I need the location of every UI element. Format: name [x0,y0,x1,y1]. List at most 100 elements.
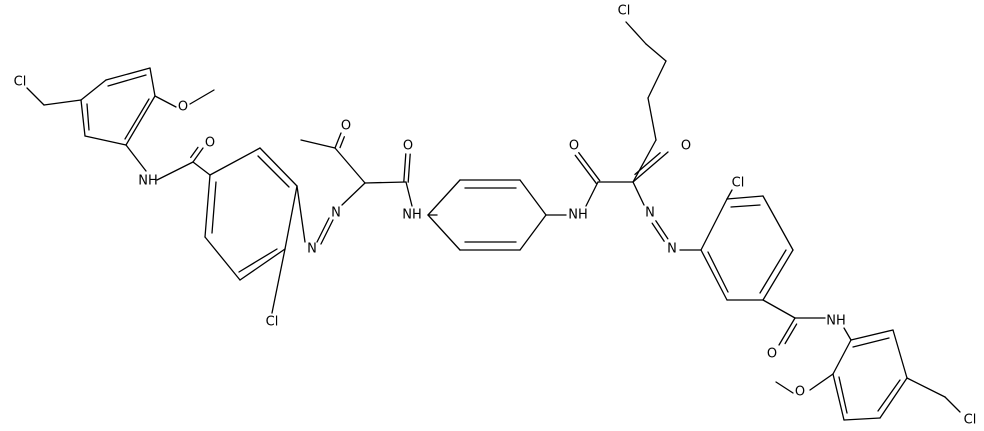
atom-label-o: O [403,139,413,154]
bond-line [647,60,667,99]
bond-line [341,182,366,206]
bond-line [585,181,599,207]
bond-line [84,135,127,146]
bond-line [784,323,798,345]
bond-line [154,95,177,108]
bond-line [762,249,794,301]
bond-line [726,189,733,200]
atom-label-cl: Cl [732,176,745,191]
bond-line [190,146,199,159]
bond-line [906,377,946,398]
bond-line [519,179,547,216]
bond-line [877,379,901,412]
atom-label-o: O [795,385,805,400]
atom-label-n: N [307,242,317,257]
bond-line [189,89,215,105]
bond-line [647,97,657,141]
bond-line [86,103,90,131]
atom-label-o: O [767,347,777,362]
bond-line [778,317,796,346]
bond-line [578,152,601,182]
bond-line [271,248,286,314]
bond-line [238,248,278,273]
bond-line [316,217,330,243]
bond-line [632,139,657,183]
bond-line [730,204,761,208]
bond-line [832,373,845,421]
bond-line [364,181,407,184]
bond-line [405,181,413,207]
bond-line [192,147,204,163]
bond-line [892,329,908,379]
bond-line [407,153,411,183]
bond-line [209,147,261,176]
atom-label-o: O [569,139,579,154]
bond-line [651,222,665,242]
atom-label-n: N [331,206,341,221]
bond-line [762,195,794,251]
bond-line [192,161,211,176]
bond-line [632,151,669,183]
bond-line [625,21,647,45]
bond-line [149,67,156,97]
bond-line [843,417,881,421]
atom-label-o: O [178,100,188,115]
bond-line [284,185,298,250]
bond-line [944,396,961,413]
bond-line [427,214,461,251]
bond-line [574,154,597,184]
bond-line [762,299,796,319]
bond-line [125,144,147,172]
bond-line [519,214,547,251]
bond-line [838,376,848,414]
bond-line [300,139,336,149]
bond-line [655,220,669,240]
bond-line [204,174,211,238]
bond-line [334,132,342,149]
atom-label-nh: NH [568,208,588,223]
atom-label-o: O [681,139,691,154]
bond-line [211,181,217,234]
bond-line [43,99,82,106]
atom-label-cl: Cl [266,315,279,330]
bond-line [850,329,894,341]
bond-line [852,337,890,348]
atom-label-cl: Cl [14,75,27,90]
bond-line [105,67,151,81]
atom-label-nh: NH [402,208,422,223]
atom-label-n: N [667,242,677,257]
bond-line [843,327,852,341]
bond-line [645,43,667,62]
bond-line [156,161,194,181]
bond-line [257,155,290,188]
bond-line [80,79,107,101]
bond-line [809,373,834,391]
bond-line [427,179,461,216]
bond-line [334,147,366,184]
bond-line [320,219,334,245]
bond-line [259,147,298,187]
atom-label-n: N [645,206,655,221]
bond-lines [26,21,961,421]
bond-line [700,198,728,251]
bond-line [339,136,345,149]
bond-line [832,339,852,375]
bond-line [775,381,794,394]
bond-line [632,181,645,206]
atom-label-nh: NH [826,314,846,329]
atom-label-nh: NH [138,174,158,189]
bond-line [403,153,407,183]
bond-line [204,236,241,281]
bond-line [125,95,156,146]
bond-line [879,377,908,419]
atom-label-cl: Cl [964,413,977,428]
atom-label-o: O [205,136,215,151]
bond-line [239,248,286,281]
bond-line [759,249,787,294]
bond-line [26,87,45,106]
bond-line [726,195,764,200]
atom-label-cl: Cl [618,4,631,19]
bond-line [700,249,728,301]
bond-line [107,74,147,87]
